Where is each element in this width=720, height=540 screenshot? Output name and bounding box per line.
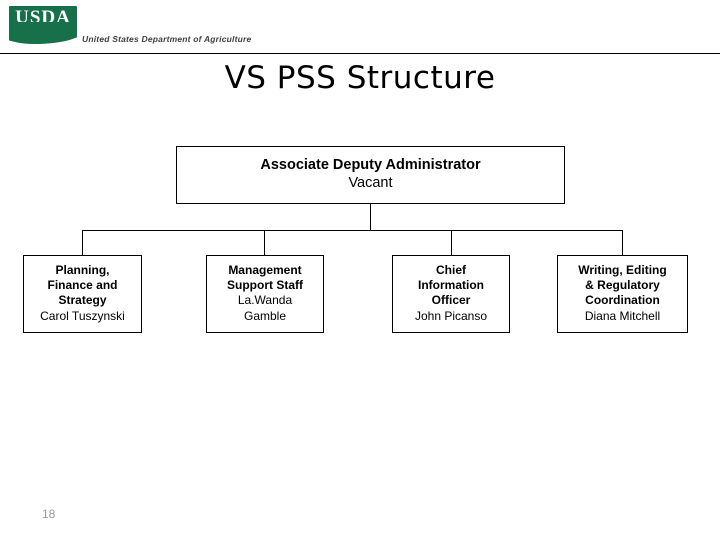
connector-drop-4 <box>622 230 623 255</box>
org-node-management-support-staff: Management Support Staff La.Wanda Gamble <box>206 255 324 333</box>
usda-logo-icon: USDA <box>9 6 77 48</box>
header-divider <box>0 53 720 54</box>
org-node-title-line: Management <box>228 263 302 277</box>
usda-logo-swoosh <box>9 22 77 48</box>
org-node-title-line: Information <box>418 278 484 293</box>
org-node-name-line: Gamble <box>243 308 287 323</box>
connector-drop-1 <box>82 230 83 255</box>
org-node-name: Diana Mitchell <box>584 308 661 323</box>
slide-number: 18 <box>42 507 56 521</box>
header-band: USDA United States Department of Agricul… <box>0 0 720 54</box>
org-node-title-line: Support Staff <box>227 278 303 293</box>
connector-root-vertical <box>370 204 371 230</box>
org-node-root-title: Associate Deputy Administrator <box>260 157 481 173</box>
org-node-planning-finance-strategy: Planning, Finance and Strategy Carol Tus… <box>23 255 142 333</box>
page-title: VS PSS Structure <box>224 60 496 96</box>
org-node-name: John Picanso <box>414 308 488 323</box>
org-node-chief-information-officer: Chief Information Officer John Picanso <box>392 255 510 333</box>
usda-wordmark: United States Department of Agriculture <box>82 34 252 44</box>
org-node-name-line: La.Wanda <box>237 293 293 308</box>
org-node-title-line: Strategy <box>58 293 107 308</box>
org-node-title-line: Writing, Editing <box>578 263 667 277</box>
org-node-title-line: & Regulatory <box>585 278 660 293</box>
org-node-title-line: Coordination <box>585 293 660 308</box>
connector-drop-2 <box>264 230 265 255</box>
org-node-name: Carol Tuszynski <box>40 308 125 323</box>
org-node-title-line: Chief <box>436 263 466 277</box>
org-node-title-line: Finance and <box>47 278 118 293</box>
org-node-title-line: Officer <box>431 293 471 308</box>
org-node-root-name: Vacant <box>348 175 393 192</box>
connector-drop-3 <box>451 230 452 255</box>
org-node-title-line: Planning, <box>55 263 110 277</box>
org-node-root: Associate Deputy Administrator Vacant <box>176 146 565 204</box>
connector-horizontal-bus <box>82 230 623 231</box>
org-node-writing-editing-regulatory-coordination: Writing, Editing & Regulatory Coordinati… <box>557 255 688 333</box>
